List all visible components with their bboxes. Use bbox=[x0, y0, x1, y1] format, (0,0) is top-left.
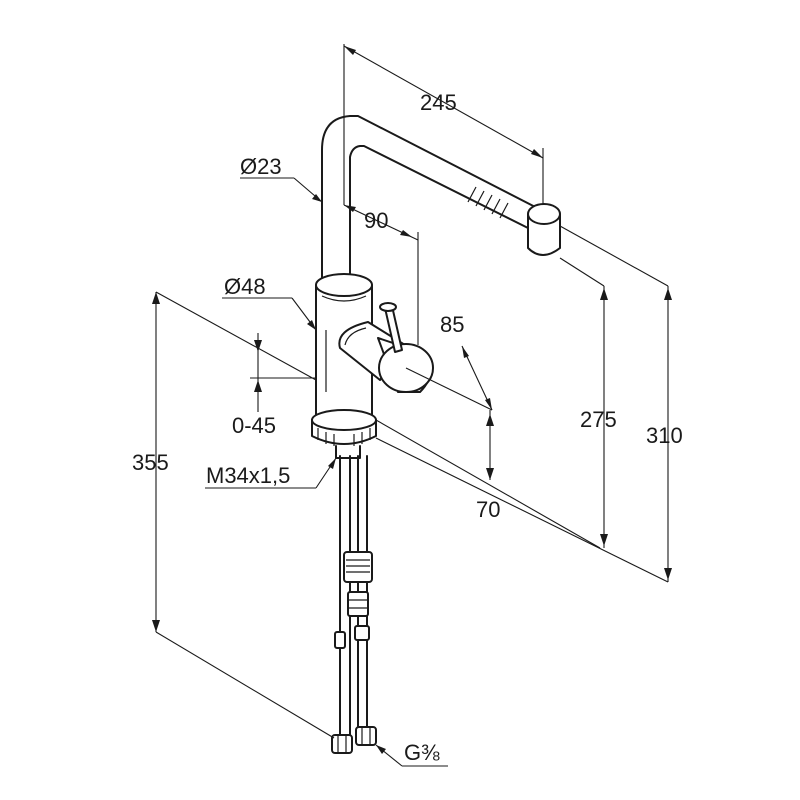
spout-inner-contour bbox=[349, 145, 529, 286]
dim-310-lines bbox=[375, 225, 672, 583]
label-outlet-height: 275 bbox=[580, 407, 617, 432]
lever-disc bbox=[377, 337, 434, 393]
base-flange bbox=[311, 409, 377, 446]
spout-head bbox=[527, 203, 561, 256]
spout-shading bbox=[467, 186, 509, 219]
label-height-adjust: 0-45 bbox=[232, 413, 276, 438]
dimension-lines bbox=[152, 44, 672, 767]
label-total-length: 355 bbox=[132, 450, 169, 475]
label-spout-reach: 245 bbox=[420, 90, 457, 115]
threaded-shank bbox=[335, 445, 361, 459]
check-valve bbox=[334, 551, 373, 649]
dim-0-45-lines bbox=[250, 333, 316, 412]
dim-90-lines bbox=[343, 204, 419, 345]
label-overall-height: 310 bbox=[646, 423, 683, 448]
dim-d23-leader bbox=[240, 177, 323, 203]
label-thread: M34x1,5 bbox=[206, 463, 290, 488]
dim-275-lines bbox=[559, 257, 608, 548]
dim-70-lines bbox=[375, 410, 601, 549]
dim-d48-leader bbox=[222, 297, 317, 331]
hose-end-nuts bbox=[331, 726, 377, 754]
faucet-outline bbox=[311, 115, 561, 754]
dim-245-lines bbox=[343, 44, 544, 205]
label-spout-diameter: Ø23 bbox=[240, 154, 282, 179]
dim-355-lines bbox=[152, 291, 335, 739]
label-connection: G⅜ bbox=[404, 740, 440, 765]
label-base-height: 70 bbox=[476, 497, 500, 522]
dimension-labels: 245 Ø23 90 Ø48 85 0-45 355 M34x1,5 70 27… bbox=[132, 90, 683, 765]
label-swivel-angle: 90 bbox=[364, 208, 388, 233]
dim-m34-leader bbox=[205, 457, 337, 489]
lever-stick bbox=[379, 302, 403, 353]
label-lever-offset: 85 bbox=[440, 312, 464, 337]
label-body-diameter: Ø48 bbox=[224, 274, 266, 299]
dim-g38-leader bbox=[375, 744, 448, 767]
dim-85-lines bbox=[405, 345, 493, 411]
